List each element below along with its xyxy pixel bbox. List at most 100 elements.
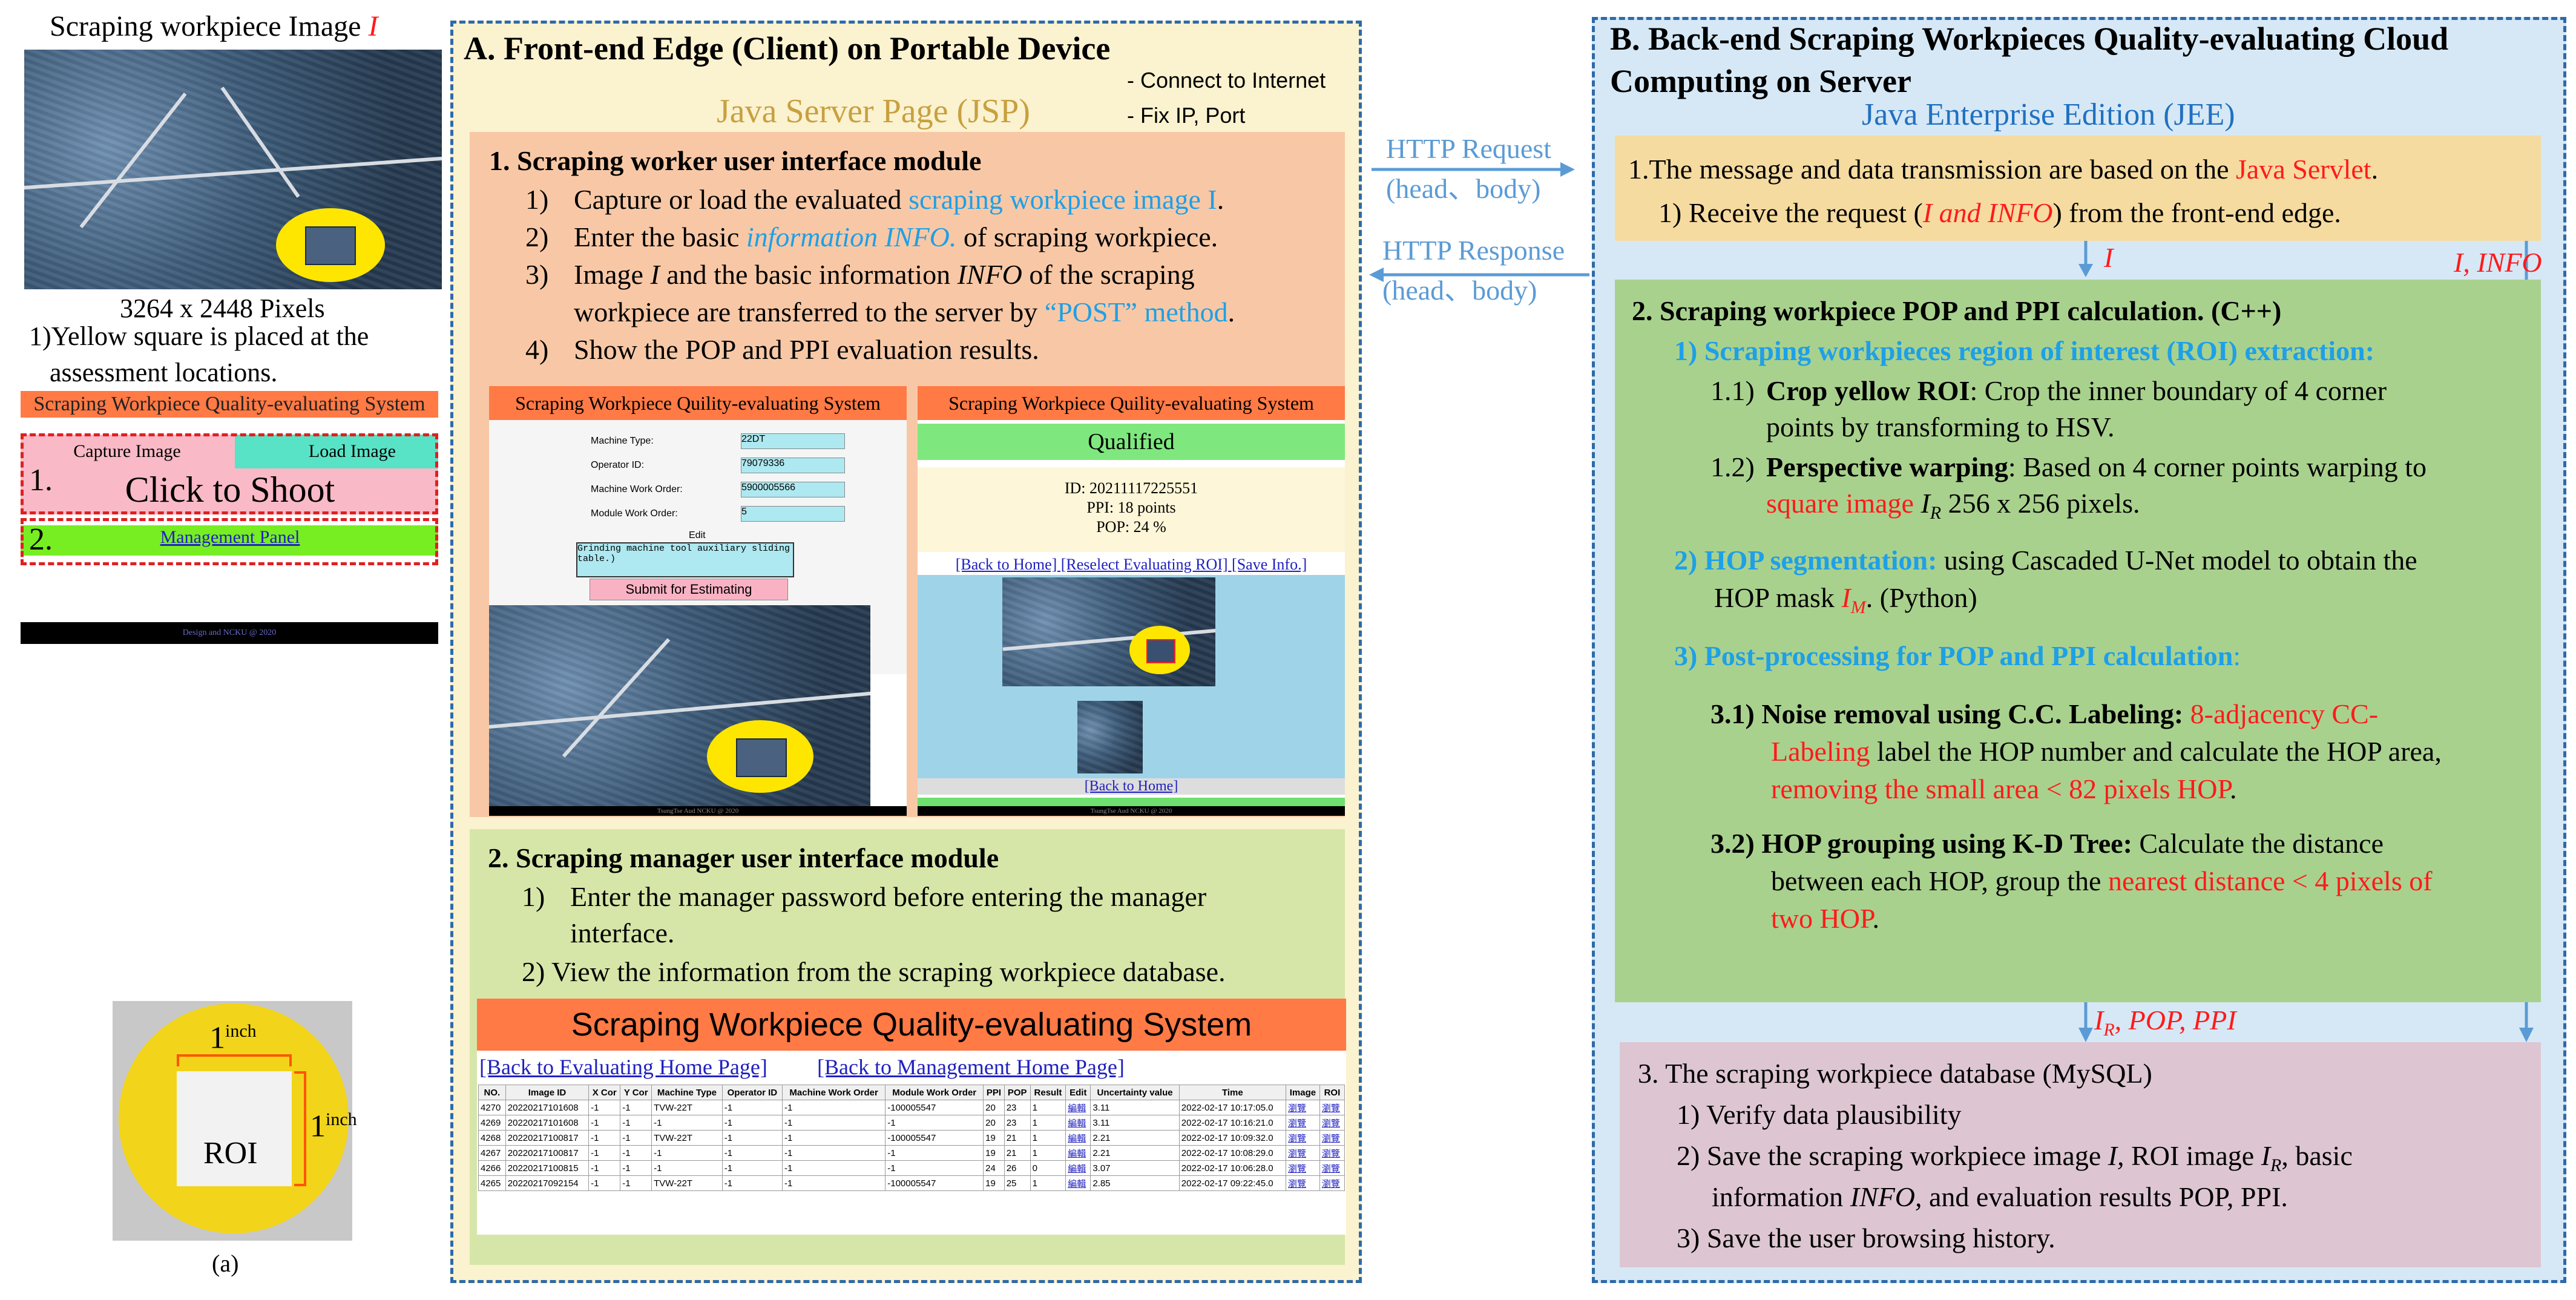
table-cell: -1	[651, 1145, 723, 1161]
s12-bold: Perspective warping	[1766, 451, 2008, 482]
capture-image-button[interactable]: Capture Image	[36, 435, 218, 468]
s12-rest: : Based on 4 corner points warping to	[2008, 451, 2427, 482]
table-cell[interactable]: 編輯	[1065, 1130, 1091, 1146]
table-cell: 4267	[478, 1145, 506, 1161]
yellow-roi-marker	[276, 208, 385, 282]
table-cell[interactable]: 瀏覽	[1319, 1160, 1346, 1176]
image-title-text: Scraping workpiece Image	[50, 10, 361, 42]
table-cell: 2022-02-17 10:08:29.0	[1178, 1145, 1286, 1161]
m1-item3-l2c: .	[1227, 297, 1235, 327]
s3-item2-line2: information INFO, and evaluation results…	[1712, 1179, 2288, 1215]
back-mgmt-link[interactable]: [Back to Management Home Page]	[817, 1055, 1125, 1079]
f1-input[interactable]: 22DT	[741, 433, 845, 449]
sub2-l2a: HOP mask	[1714, 582, 1842, 613]
table-cell[interactable]: 瀏覽	[1285, 1115, 1320, 1131]
m1-item2-b: information INFO.	[746, 222, 957, 252]
table-cell: -1	[721, 1145, 783, 1161]
num1: 1.	[29, 463, 53, 497]
management-panel-link[interactable]: Management Panel	[109, 525, 351, 550]
table-cell[interactable]: 瀏覽	[1319, 1145, 1346, 1161]
m1-item3-c: and the basic information	[659, 259, 958, 290]
table-cell[interactable]: 瀏覽	[1319, 1115, 1346, 1131]
back-to-home-link[interactable]: [Back to Home]	[918, 778, 1345, 795]
screen1-footer-text: TsungTse Aud NCKU @ 2020	[657, 807, 739, 815]
db-screen: Scraping Workpiece Quality-evaluating Sy…	[477, 999, 1346, 1235]
note-textarea[interactable]: Grinding machine tool auxiliary sliding …	[576, 542, 794, 577]
ir-rest: , POP, PPI	[2114, 1005, 2236, 1036]
arrow-i-label: I	[2104, 242, 2114, 273]
num2: 2.	[29, 522, 53, 557]
table-cell[interactable]: 編輯	[1065, 1175, 1091, 1191]
table-cell: 3.11	[1090, 1100, 1180, 1115]
table-cell[interactable]: 瀏覽	[1285, 1145, 1320, 1161]
result-info	[918, 467, 1345, 552]
result-roi-square	[1146, 639, 1175, 663]
s1-line1a: 1.The message and data transmission are …	[1628, 154, 2236, 185]
m1-item2-a: Enter the basic	[574, 222, 746, 252]
f2-label: Operator ID:	[591, 460, 645, 470]
m1-item4-num: 4)	[525, 334, 549, 365]
table-cell: 2.85	[1090, 1175, 1180, 1191]
table-cell[interactable]: 瀏覽	[1319, 1130, 1346, 1146]
note-line2: assessment locations.	[50, 358, 278, 387]
table-cell[interactable]: 編輯	[1065, 1160, 1091, 1176]
load-image-button[interactable]: Load Image	[235, 435, 438, 468]
table-cell[interactable]: 瀏覽	[1319, 1175, 1346, 1191]
table-cell[interactable]: 編輯	[1065, 1115, 1091, 1131]
submit-button[interactable]: Submit for Estimating	[590, 579, 788, 600]
screen1-title: Scraping Workpiece Quility-evaluating Sy…	[515, 392, 881, 414]
m1-item3-e: of the scraping	[1022, 259, 1195, 290]
s31: 3.1) Noise removal using C.C. Labeling: …	[1710, 696, 2378, 732]
table-cell: 3.11	[1090, 1115, 1180, 1131]
m1-item4-text: Show the POP and PPI evaluation results.	[574, 334, 1039, 365]
table-cell: -1	[721, 1175, 783, 1191]
s11: 1.1)Crop yellow ROI: Crop the inner boun…	[1710, 373, 2387, 409]
table-cell: 1	[1030, 1145, 1066, 1161]
roi-thumbnail	[1077, 701, 1143, 773]
db-header-cell: Y Cor	[620, 1085, 652, 1100]
result-links[interactable]: [Back to Home] [Reselect Evaluating ROI]…	[955, 556, 1307, 573]
f3-input[interactable]: 5900005566	[741, 482, 845, 497]
red-dash-2	[21, 518, 438, 565]
http-response-label: HTTP Response	[1382, 235, 1565, 266]
table-cell[interactable]: 瀏覽	[1285, 1100, 1320, 1115]
table-cell[interactable]: 編輯	[1065, 1100, 1091, 1115]
load-image-label: Load Image	[308, 441, 396, 461]
module2-title: 2. Scraping manager user interface modul…	[488, 842, 999, 873]
f4-input[interactable]: 5	[741, 506, 845, 522]
s3-i2-l2b: INFO,	[1850, 1181, 1922, 1212]
table-cell[interactable]: 瀏覽	[1285, 1175, 1320, 1191]
table-cell: 4269	[478, 1115, 506, 1131]
f2-input[interactable]: 79079336	[741, 458, 845, 473]
table-cell: -1	[620, 1145, 652, 1161]
table-cell: 20	[983, 1115, 1005, 1131]
roi-plate-photo: 1inch 1inch ROI	[113, 1001, 357, 1241]
table-cell[interactable]: 瀏覽	[1319, 1100, 1346, 1115]
table-cell: 1	[1030, 1100, 1066, 1115]
image-var: I	[368, 10, 378, 42]
table-cell: 24	[983, 1160, 1005, 1176]
table-cell: 4268	[478, 1130, 506, 1146]
arrow-info-label: I, INFO	[2454, 247, 2542, 278]
table-cell: 19	[983, 1145, 1005, 1161]
table-cell: -100005547	[885, 1175, 984, 1191]
table-cell: -1	[782, 1145, 886, 1161]
s31-l2a: Labeling	[1771, 736, 1870, 767]
table-cell[interactable]: 瀏覽	[1285, 1160, 1320, 1176]
calc-box	[1615, 280, 2541, 1002]
s2-sub2-bold: 2) HOP segmentation:	[1674, 545, 1937, 576]
db-header-cell: PPI	[983, 1085, 1005, 1100]
table-cell[interactable]: 瀏覽	[1285, 1130, 1320, 1146]
s12-l2c: 256 x 256 pixels.	[1941, 488, 2140, 519]
table-cell: -1	[782, 1130, 886, 1146]
screen2-footer: TsungTse Aud NCKU @ 2020	[918, 806, 1345, 816]
table-cell: -1	[782, 1100, 886, 1115]
s11-rest: : Crop the inner boundary of 4 corner	[1970, 375, 2387, 406]
table-cell: -1	[721, 1130, 783, 1146]
s12-l2a: square image	[1766, 488, 1921, 519]
back-eval-link[interactable]: [Back to Evaluating Home Page]	[479, 1055, 767, 1079]
click-to-shoot-button[interactable]: Click to Shoot	[73, 470, 387, 510]
table-cell[interactable]: 編輯	[1065, 1145, 1091, 1161]
